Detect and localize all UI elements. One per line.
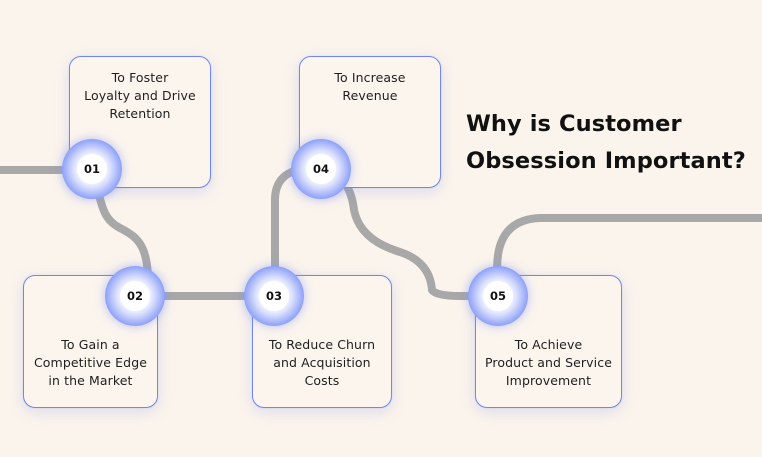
step-badge-01: 01 <box>62 139 122 199</box>
path-04-05 <box>318 164 504 300</box>
step-badge-04: 04 <box>291 139 351 199</box>
page-title: Why is Customer Obsession Important? <box>466 106 746 180</box>
title-line-1: Why is Customer <box>466 111 682 137</box>
step-card-01: To Foster Loyalty and Drive Retention <box>69 56 211 188</box>
step-number: 02 <box>120 281 150 311</box>
step-text: To Increase Revenue <box>334 70 406 103</box>
step-badge-02: 02 <box>105 266 165 326</box>
step-text: To Reduce Churn and Acquisition Costs <box>268 337 376 388</box>
step-number: 05 <box>483 281 513 311</box>
step-text: To Gain a Competitive Edge in the Market <box>33 337 148 388</box>
step-number: 04 <box>306 154 336 184</box>
step-text: To Achieve Product and Service Improveme… <box>484 337 613 388</box>
step-badge-03: 03 <box>244 266 304 326</box>
step-badge-05: 05 <box>468 266 528 326</box>
step-card-02: To Gain a Competitive Edge in the Market <box>23 275 158 408</box>
step-number: 03 <box>259 281 289 311</box>
step-number: 01 <box>77 154 107 184</box>
title-line-2: Obsession Important? <box>466 148 746 174</box>
step-text: To Foster Loyalty and Drive Retention <box>84 70 196 121</box>
